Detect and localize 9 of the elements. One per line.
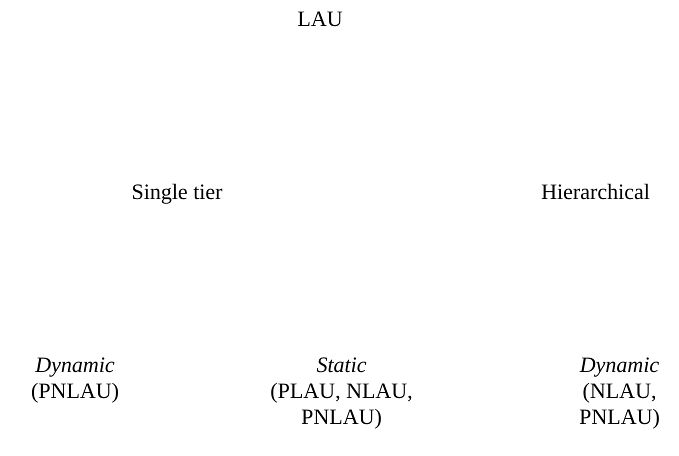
node-label: (PNLAU) xyxy=(30,378,120,404)
node-label: (NLAU, PNLAU) xyxy=(578,378,661,430)
node-label: LAU xyxy=(296,6,344,32)
node-heading: Dynamic xyxy=(34,352,116,378)
node-label: Single tier xyxy=(130,179,224,205)
node-label: (PLAU, NLAU, PNLAU) xyxy=(269,378,414,430)
node-label: Hierarchical xyxy=(540,179,651,205)
node-heading: Dynamic xyxy=(578,352,660,378)
node-heading: Static xyxy=(315,352,368,378)
